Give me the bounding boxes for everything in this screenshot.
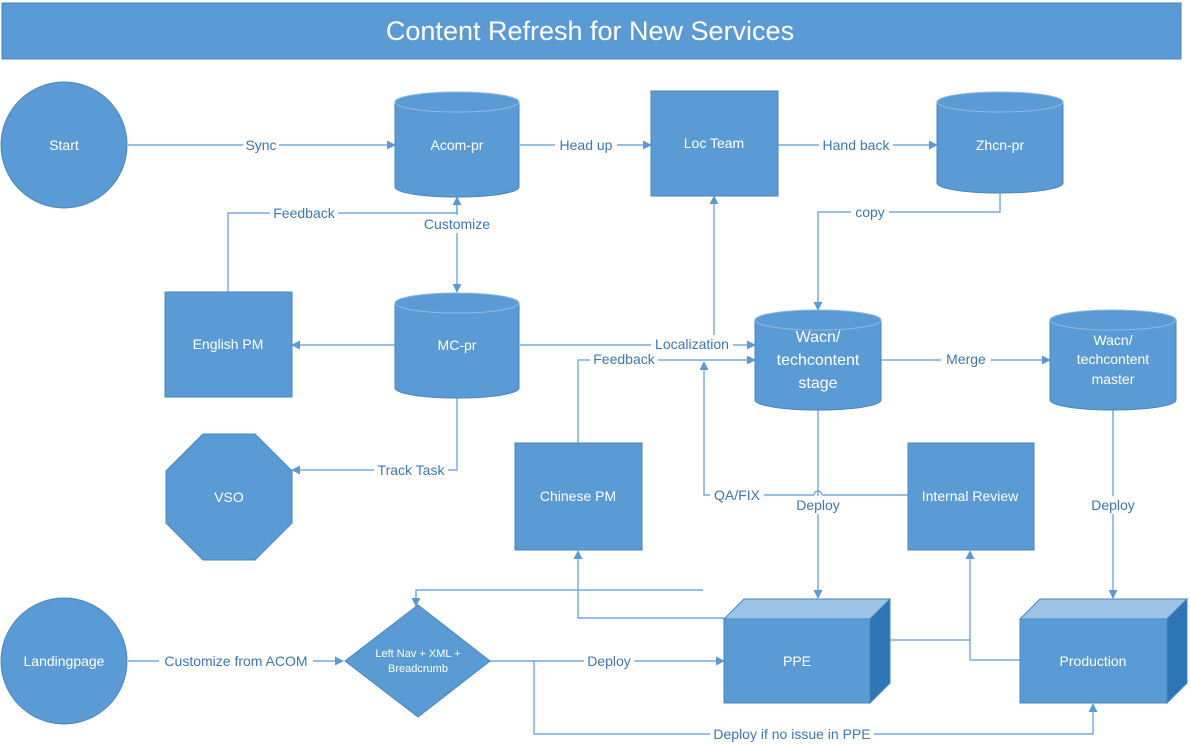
edge-qa-fix-b bbox=[699, 361, 814, 496]
label-sync: Sync bbox=[245, 137, 276, 153]
label-head-up: Head up bbox=[560, 137, 613, 153]
node-zhcn-pr: Zhcn-pr bbox=[936, 91, 1064, 194]
label-deploy-master: Deploy bbox=[1091, 497, 1135, 513]
edge-copy bbox=[813, 193, 1001, 311]
label-deploy-if-no-issue: Deploy if no issue in PPE bbox=[713, 726, 870, 742]
label-deploy-stage: Deploy bbox=[796, 497, 840, 513]
node-wacn-stage-line1: Wacn/ bbox=[796, 329, 841, 346]
label-feedback-mid: Feedback bbox=[593, 351, 655, 367]
edge-feedback-top bbox=[227, 196, 462, 292]
node-start: Start bbox=[0, 81, 128, 209]
edge-feedback-mid bbox=[577, 355, 756, 443]
node-acom-pr: Acom-pr bbox=[394, 91, 520, 198]
node-ppe-label: PPE bbox=[783, 653, 811, 669]
node-loc-team-label: Loc Team bbox=[684, 135, 744, 151]
label-customize: Customize bbox=[424, 216, 490, 232]
node-landingpage-label: Landingpage bbox=[24, 653, 105, 669]
node-ppe: PPE bbox=[722, 597, 892, 705]
node-wacn-stage-line2: techcontent bbox=[777, 352, 860, 369]
node-loc-team: Loc Team bbox=[650, 90, 779, 197]
node-start-label: Start bbox=[49, 137, 79, 153]
node-left-nav-line1: Left Nav + XML + bbox=[375, 648, 460, 660]
node-wacn-stage: Wacn/ techcontent stage bbox=[754, 309, 882, 411]
diagram-title: Content Refresh for New Services bbox=[386, 16, 794, 46]
edge-labels: Sync Head up Hand back Feedback Customiz… bbox=[159, 136, 1138, 743]
node-internal-review-label: Internal Review bbox=[922, 488, 1019, 504]
edge-ppe-to-review bbox=[890, 550, 975, 641]
node-wacn-master: Wacn/ techcontent master bbox=[1049, 309, 1177, 411]
node-vso: VSO bbox=[165, 433, 293, 561]
node-production-label: Production bbox=[1060, 653, 1127, 669]
edge-ppe-to-chinese-pm bbox=[573, 550, 724, 619]
label-customize-from-acom: Customize from ACOM bbox=[164, 653, 307, 669]
node-vso-label: VSO bbox=[214, 489, 244, 505]
node-english-pm-label: English PM bbox=[193, 336, 264, 352]
node-wacn-master-line1: Wacn/ bbox=[1093, 332, 1132, 348]
node-mc-pr-label: MC-pr bbox=[438, 337, 477, 353]
node-internal-review: Internal Review bbox=[907, 442, 1035, 551]
label-hand-back: Hand back bbox=[823, 137, 891, 153]
label-track-task: Track Task bbox=[378, 462, 446, 478]
node-acom-pr-label: Acom-pr bbox=[431, 137, 484, 153]
node-mc-pr: MC-pr bbox=[394, 292, 520, 399]
node-chinese-pm-label: Chinese PM bbox=[540, 488, 616, 504]
node-wacn-stage-line3: stage bbox=[798, 375, 837, 392]
node-wacn-master-line2: techcontent bbox=[1077, 351, 1149, 367]
label-copy: copy bbox=[855, 204, 885, 220]
node-left-nav-line2: Breadcrumb bbox=[388, 663, 448, 675]
label-deploy-ppe: Deploy bbox=[587, 653, 631, 669]
edge-leftnav-up-a bbox=[415, 589, 703, 604]
node-zhcn-pr-label: Zhcn-pr bbox=[976, 137, 1025, 153]
node-english-pm: English PM bbox=[164, 291, 293, 398]
node-landingpage: Landingpage bbox=[0, 597, 128, 725]
node-wacn-master-line3: master bbox=[1092, 371, 1135, 387]
label-merge: Merge bbox=[946, 351, 986, 367]
node-chinese-pm: Chinese PM bbox=[514, 442, 643, 551]
node-production: Production bbox=[1018, 597, 1189, 705]
label-feedback-top: Feedback bbox=[273, 205, 335, 221]
node-left-nav: Left Nav + XML + Breadcrumb bbox=[344, 604, 491, 718]
edge-track-task bbox=[291, 398, 458, 475]
label-qa-fix: QA/FIX bbox=[714, 487, 761, 503]
title-banner bbox=[1, 2, 1182, 60]
label-localization: Localization bbox=[655, 336, 729, 352]
